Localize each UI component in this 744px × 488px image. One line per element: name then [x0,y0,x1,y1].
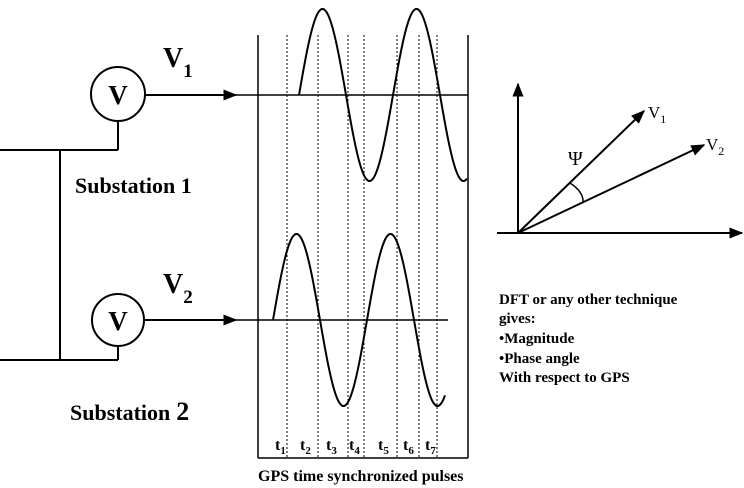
dft-note-line4: •Phase angle [499,351,580,367]
substation-1-label: Substation 1 [75,173,192,198]
v2-label: V2 [163,269,193,308]
time-tick-labels: t1 t2 t3 t4 t5 t6 t7 [275,437,436,457]
v2-waveform [272,233,446,407]
waveform-panel: t1 t2 t3 t4 t5 t6 t7 [230,8,469,459]
dft-note-line3: •Magnitude [499,331,575,347]
dft-note-line5: With respect to GPS [499,370,630,386]
voltmeter-2-label: V [108,306,128,336]
v2-phasor [517,144,706,234]
angle-arc [569,182,584,204]
time-tick-label: t7 [425,437,436,457]
time-tick-label: t1 [275,437,286,457]
dft-note: DFT or any other technique gives: •Magni… [499,292,678,386]
voltmeter-1: V [90,66,146,122]
time-tick-label: t2 [300,437,311,457]
gps-pulse-lines [286,35,438,458]
phasor-diagram: V1 V2 Ψ [497,82,744,239]
angle-psi-label: Ψ [568,148,583,170]
time-tick-label: t5 [378,437,389,457]
v1-waveform [298,8,468,182]
voltmeter-2: V [91,293,145,347]
time-tick-label: t3 [326,437,337,457]
time-tick-label: t6 [403,437,414,457]
v1-phasor [517,110,646,234]
voltmeter-1-label: V [108,80,128,110]
v1-label: V1 [163,43,193,82]
gps-caption: GPS time synchronized pulses [258,468,464,485]
dft-note-line1: DFT or any other technique [499,292,678,308]
bus-wiring [0,120,119,361]
time-tick-label: t4 [349,437,360,457]
dft-note-line2: gives: [499,311,536,327]
v1-phasor-label: V1 [648,103,666,126]
v2-phasor-label: V2 [706,135,724,158]
